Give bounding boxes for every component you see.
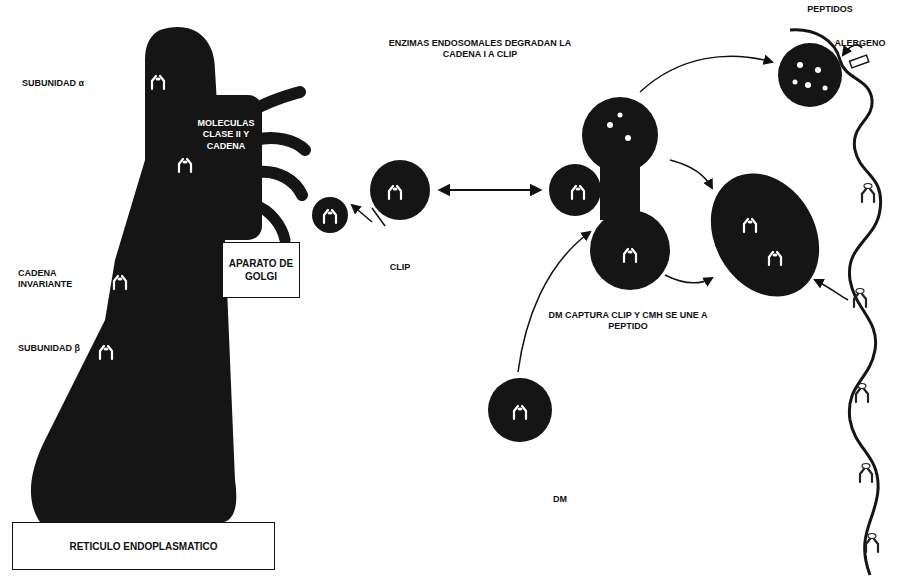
- dm-note: DM CAPTURA CLIP Y CMH SE UNE A PEPTIDO: [548, 310, 708, 333]
- class2-label: MOLECULAS CLASE II Y CADENA: [196, 118, 256, 152]
- golgi-box: APARATO DE GOLGI: [222, 242, 300, 298]
- dm-label: DM: [540, 494, 580, 505]
- invariant-chain-label: CADENA INVARIANTE: [18, 268, 96, 291]
- beta-subunit-label: SUBUNIDAD β: [18, 343, 102, 354]
- alpha-subunit-label: SUBUNIDAD α: [22, 78, 137, 89]
- clip-label: CLIP: [378, 262, 422, 273]
- er-box: RETICULO ENDOPLASMATICO: [12, 522, 275, 570]
- box-text: APARATO DE GOLGI: [227, 257, 295, 283]
- peptides-label: PEPTIDOS: [785, 4, 875, 15]
- allergen-label: ALERGENO: [815, 38, 905, 49]
- box-text: RETICULO ENDOPLASMATICO: [69, 540, 217, 553]
- enzymes-note: ENZIMAS ENDOSOMALES DEGRADAN LA CADENA I…: [388, 38, 572, 61]
